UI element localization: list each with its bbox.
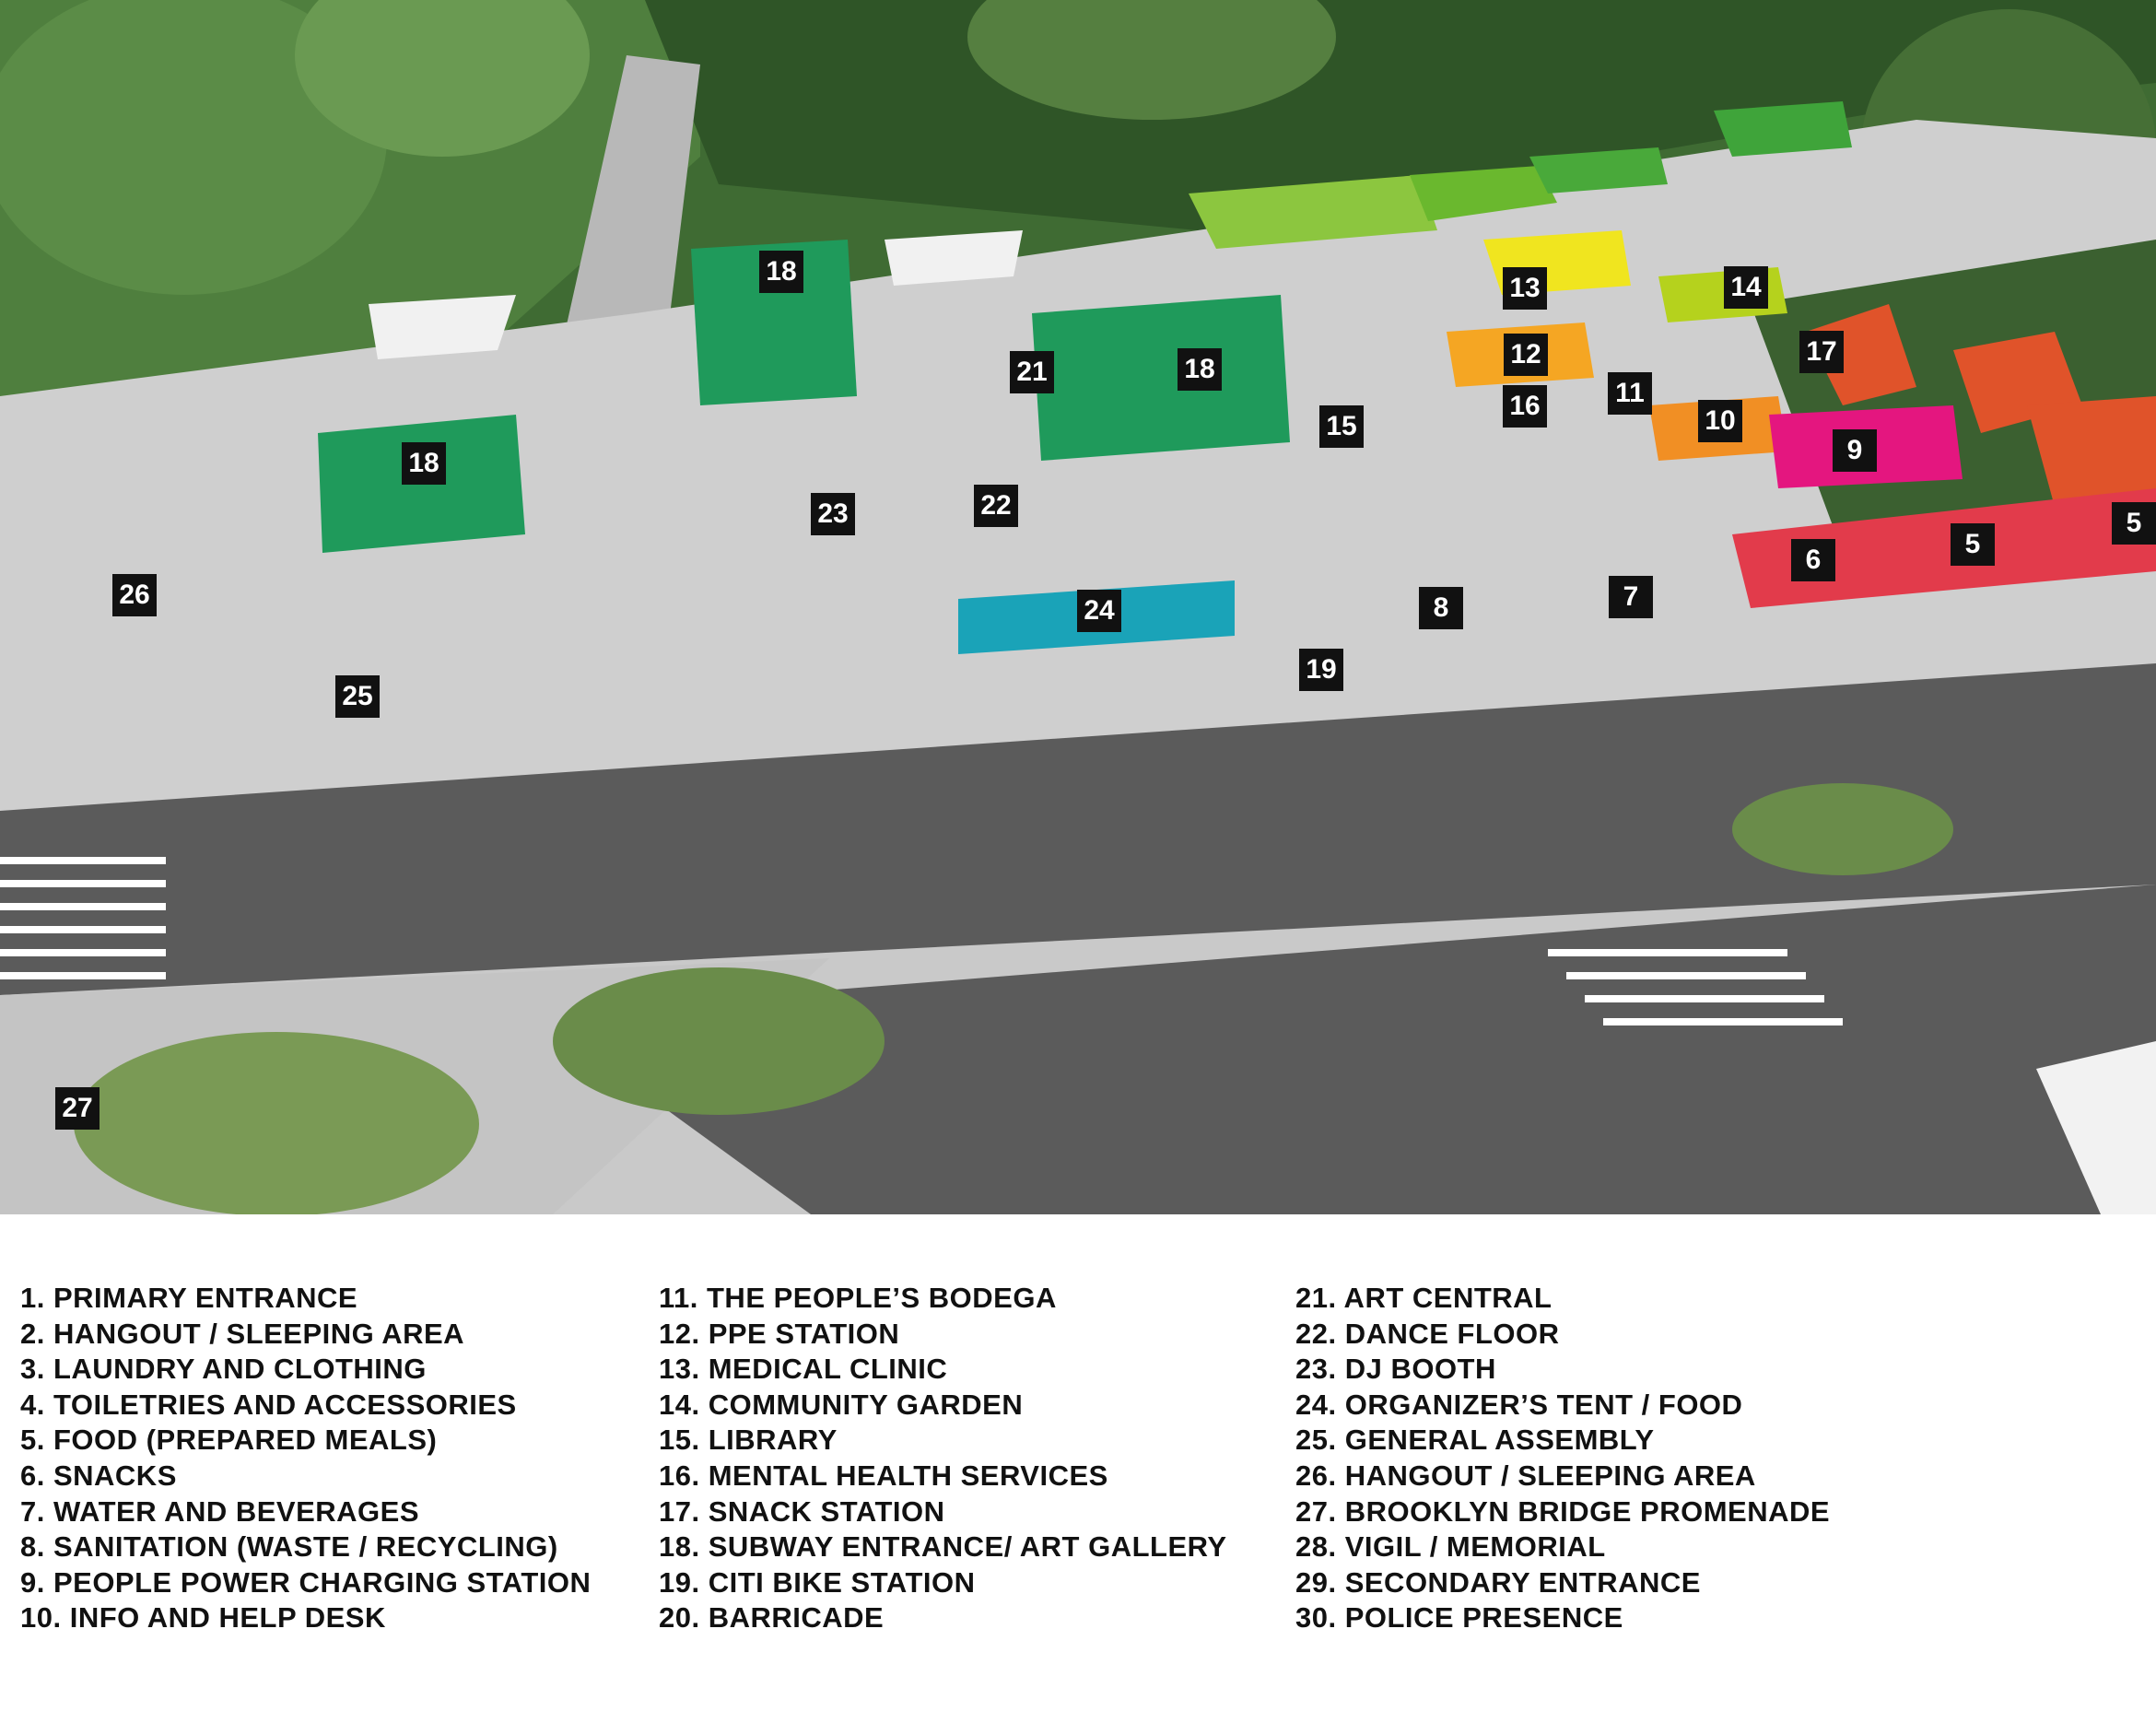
legend-item: 27. BROOKLYN BRIDGE PROMENADE (1295, 1494, 1831, 1528)
legend-item: 9. PEOPLE POWER CHARGING STATION (20, 1565, 592, 1599)
map-marker-25: 25 (335, 675, 380, 718)
map-marker-17: 17 (1799, 331, 1844, 373)
map-marker-26: 26 (112, 574, 157, 616)
site-map: 18 18 18 21 23 22 24 25 26 13 12 16 11 1… (0, 0, 2156, 1214)
legend-item: 8. SANITATION (WASTE / RECYCLING) (20, 1530, 558, 1564)
map-marker-12: 12 (1504, 334, 1548, 376)
legend-item: 11. THE PEOPLE’S BODEGA (659, 1282, 1057, 1314)
legend-item: 21. ART CENTRAL (1295, 1282, 1553, 1314)
map-marker-11: 11 (1608, 372, 1652, 415)
legend-item: 15. LIBRARY (659, 1424, 838, 1457)
legend-item: 12. PPE STATION (659, 1317, 900, 1350)
legend-item: 24. ORGANIZER’S TENT / FOOD (1295, 1388, 1743, 1421)
legend-item: 23. DJ BOOTH (1295, 1353, 1496, 1386)
map-marker-18-b: 18 (1178, 348, 1222, 391)
legend-item: 25. GENERAL ASSEMBLY (1295, 1424, 1655, 1457)
legend-column-3: 21. ART CENTRAL 22. DANCE FLOOR 23. DJ B… (1295, 1281, 1830, 1636)
legend-item: 20. BARRICADE (659, 1601, 885, 1635)
map-marker-9: 9 (1833, 429, 1877, 472)
legend-item: 13. MEDICAL CLINIC (659, 1353, 948, 1386)
legend-item: 6. SNACKS (20, 1459, 177, 1492)
legend-item: 18. SUBWAY ENTRANCE/ ART GALLERY (659, 1530, 1227, 1564)
map-marker-10: 10 (1698, 400, 1742, 442)
legend-item: 4. TOILETRIES AND ACCESSORIES (20, 1388, 517, 1421)
map-marker-6: 6 (1791, 539, 1835, 581)
legend-item: 5. FOOD (PREPARED MEALS) (20, 1424, 438, 1457)
legend-item: 17. SNACK STATION (659, 1494, 945, 1528)
map-marker-18-c: 18 (402, 442, 446, 485)
map-marker-22: 22 (974, 485, 1018, 527)
legend-item: 3. LAUNDRY AND CLOTHING (20, 1353, 427, 1386)
legend-item: 2. HANGOUT / SLEEPING AREA (20, 1317, 465, 1350)
legend-item: 30. POLICE PRESENCE (1295, 1601, 1623, 1635)
legend-column-2: 11. THE PEOPLE’S BODEGA 12. PPE STATION … (659, 1281, 1227, 1636)
map-marker-18-a: 18 (759, 251, 803, 293)
map-marker-23: 23 (811, 493, 855, 535)
map-illustration (0, 0, 2156, 1214)
map-legend: 1. PRIMARY ENTRANCE 2. HANGOUT / SLEEPIN… (0, 1214, 2156, 1711)
map-marker-15: 15 (1319, 405, 1364, 448)
legend-item: 28. VIGIL / MEMORIAL (1295, 1530, 1606, 1564)
legend-column-1: 1. PRIMARY ENTRANCE 2. HANGOUT / SLEEPIN… (20, 1281, 591, 1636)
map-marker-8: 8 (1419, 587, 1463, 629)
map-marker-16: 16 (1503, 385, 1547, 428)
legend-item: 7. WATER AND BEVERAGES (20, 1494, 419, 1528)
legend-item: 19. CITI BIKE STATION (659, 1565, 976, 1599)
legend-item: 26. HANGOUT / SLEEPING AREA (1295, 1459, 1756, 1492)
legend-item: 14. COMMUNITY GARDEN (659, 1388, 1024, 1421)
map-marker-27: 27 (55, 1087, 100, 1130)
legend-item: 22. DANCE FLOOR (1295, 1317, 1560, 1350)
map-marker-21: 21 (1010, 351, 1054, 393)
map-marker-5-b: 5 (2112, 502, 2156, 545)
map-marker-14: 14 (1724, 266, 1768, 309)
legend-item: 1. PRIMARY ENTRANCE (20, 1282, 358, 1314)
legend-item: 10. INFO AND HELP DESK (20, 1601, 386, 1635)
map-marker-19: 19 (1299, 649, 1343, 691)
map-marker-5-a: 5 (1951, 523, 1995, 566)
legend-item: 16. MENTAL HEALTH SERVICES (659, 1459, 1108, 1492)
map-marker-13: 13 (1503, 267, 1547, 310)
map-marker-7: 7 (1609, 576, 1653, 618)
legend-item: 29. SECONDARY ENTRANCE (1295, 1565, 1701, 1599)
map-marker-24: 24 (1077, 590, 1121, 632)
